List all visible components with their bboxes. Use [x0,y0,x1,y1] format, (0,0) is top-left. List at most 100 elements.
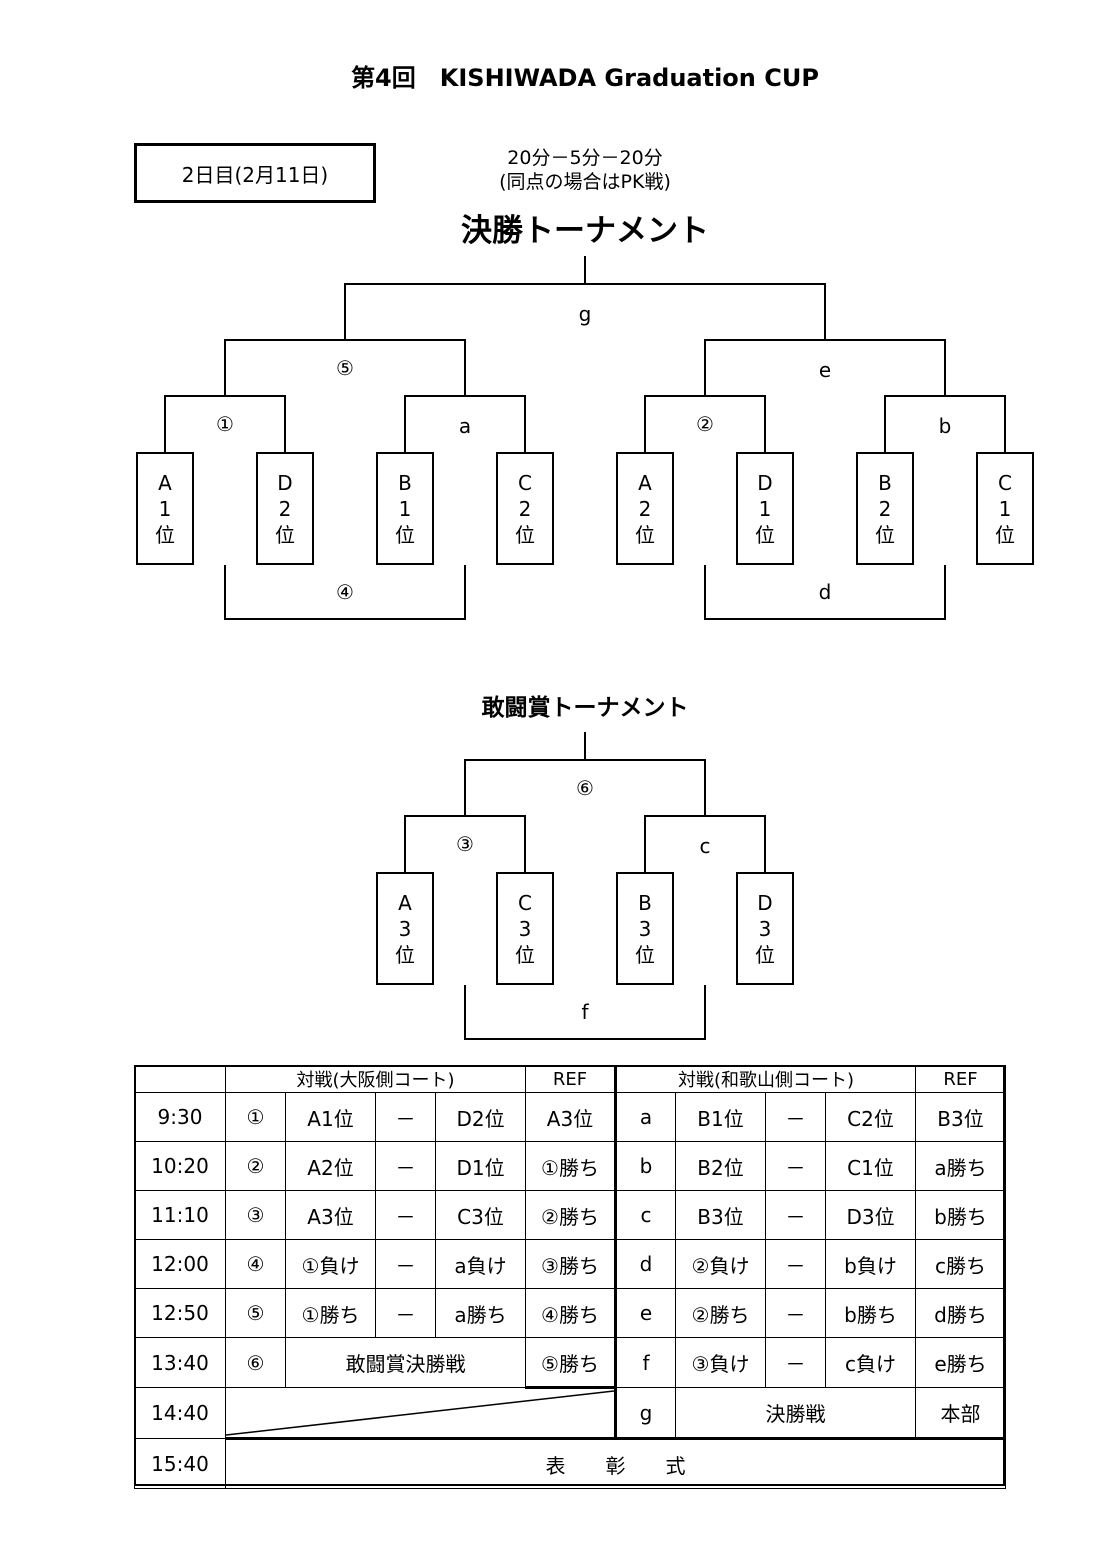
table-row: 12:00 ④ ①負け － a負け ③勝ち d ②負け － b負け c勝ち [134,1239,1006,1289]
team-rank-suffix: 位 [875,522,895,547]
team-rank-suffix: 位 [635,942,655,967]
dash-cell: － [765,1092,826,1142]
final-match-cell: 決勝戦 [675,1387,916,1440]
team-rank-suffix: 位 [275,522,295,547]
time-cell: 9:30 [134,1092,226,1142]
team-rank: 2 [878,496,892,521]
ref-cell: ①勝ち [525,1141,617,1191]
team-group: C [998,470,1012,495]
rules-duration: 20分－5分－20分 [507,147,663,169]
team-rank: 3 [518,916,532,941]
away-team-cell: b勝ち [825,1288,916,1338]
ref-cell: a勝ち [915,1141,1006,1191]
team-group: B [398,470,412,495]
home-team-cell: B1位 [675,1092,766,1142]
time-cell: 14:40 [134,1387,226,1439]
table-row: 11:10 ③ A3位 － C3位 ②勝ち c B3位 － D3位 b勝ち [134,1190,1006,1240]
match-label-g: g [578,302,592,326]
away-team-cell: a勝ち [435,1288,526,1338]
empty-slashed-cell [225,1387,617,1440]
team-rank-suffix: 位 [515,942,535,967]
match-id-cell: ④ [225,1239,286,1289]
table-row: 9:30 ① A1位 － D2位 A3位 a B1位 － C2位 B3位 [134,1092,1006,1142]
home-team-cell: B2位 [675,1141,766,1191]
away-team-cell: D3位 [825,1190,916,1240]
match-label-a: a [458,414,472,438]
match-label-1: ① [216,412,234,436]
match-label-d: d [818,580,832,604]
team-rank: 3 [638,916,652,941]
time-cell: 13:40 [134,1337,226,1388]
home-team-cell: ②負け [675,1239,766,1289]
match-label-5: ⑤ [336,356,354,380]
home-team-cell: ②勝ち [675,1288,766,1338]
home-team-cell: A3位 [285,1190,376,1240]
team-rank-suffix: 位 [995,522,1015,547]
ref-cell: ④勝ち [525,1288,617,1338]
home-team-cell: ①勝ち [285,1288,376,1338]
match-id-cell: a [615,1092,676,1142]
match-label-4: ④ [336,580,354,604]
fighting-spirit-heading: 敢闘賞トーナメント [481,695,689,721]
header-ref-osaka: REF [525,1065,617,1093]
team-rank: 3 [398,916,412,941]
header-ref-wakayama: REF [915,1065,1006,1093]
away-team-cell: D2位 [435,1092,526,1142]
final-tournament-heading: 決勝トーナメント [461,213,709,249]
time-cell: 12:50 [134,1288,226,1338]
team-group: B [878,470,892,495]
match-id-cell: ③ [225,1190,286,1240]
team-rank: 1 [998,496,1012,521]
home-team-cell: B3位 [675,1190,766,1240]
rules-tiebreak: (同点の場合はPK戦) [499,171,671,193]
match-label-b: b [938,414,952,438]
match-id-cell: f [615,1337,676,1388]
ref-cell: b勝ち [915,1190,1006,1240]
match-id-cell: d [615,1239,676,1289]
diagonal-slash [226,1390,614,1436]
ref-cell: e勝ち [915,1337,1006,1388]
ref-cell: 本部 [915,1387,1006,1440]
table-header-row: 対戦(大阪側コート) REF 対戦(和歌山側コート) REF [134,1065,1006,1093]
team-group: C [518,470,532,495]
header-osaka-court: 対戦(大阪側コート) [225,1065,526,1093]
time-cell: 11:10 [134,1190,226,1240]
team-group: A [638,470,652,495]
home-team-cell: ③負け [675,1337,766,1388]
team-group: A [398,890,412,915]
schedule-table: 対戦(大阪側コート) REF 対戦(和歌山側コート) REF 9:30 ① A1… [134,1065,1006,1489]
home-team-cell: ①負け [285,1239,376,1289]
match-id-cell: ② [225,1141,286,1191]
team-rank-suffix: 位 [635,522,655,547]
match-label-c: c [699,834,711,858]
team-rank-suffix: 位 [755,522,775,547]
match-label-6: ⑥ [576,776,594,800]
table-row: 13:40 ⑥ 敢闘賞決勝戦 ⑤勝ち f ③負け － c負け e勝ち [134,1337,1006,1389]
match-id-cell: ① [225,1092,286,1142]
team-group: D [757,890,773,915]
home-team-cell: A2位 [285,1141,376,1191]
ref-cell: d勝ち [915,1288,1006,1338]
team-rank-suffix: 位 [755,942,775,967]
ref-cell: ⑤勝ち [525,1337,617,1389]
match-label-e: e [818,358,832,382]
dash-cell: － [765,1239,826,1289]
time-cell: 10:20 [134,1141,226,1191]
match-id-cell: g [615,1387,676,1440]
away-team-cell: b負け [825,1239,916,1289]
away-team-cell: C2位 [825,1092,916,1142]
team-rank-suffix: 位 [395,522,415,547]
bracket-lines [164,256,1006,1040]
document-title: 第4回 KISHIWADA Graduation CUP [351,64,819,92]
dash-cell: － [765,1141,826,1191]
team-rank-suffix: 位 [155,522,175,547]
